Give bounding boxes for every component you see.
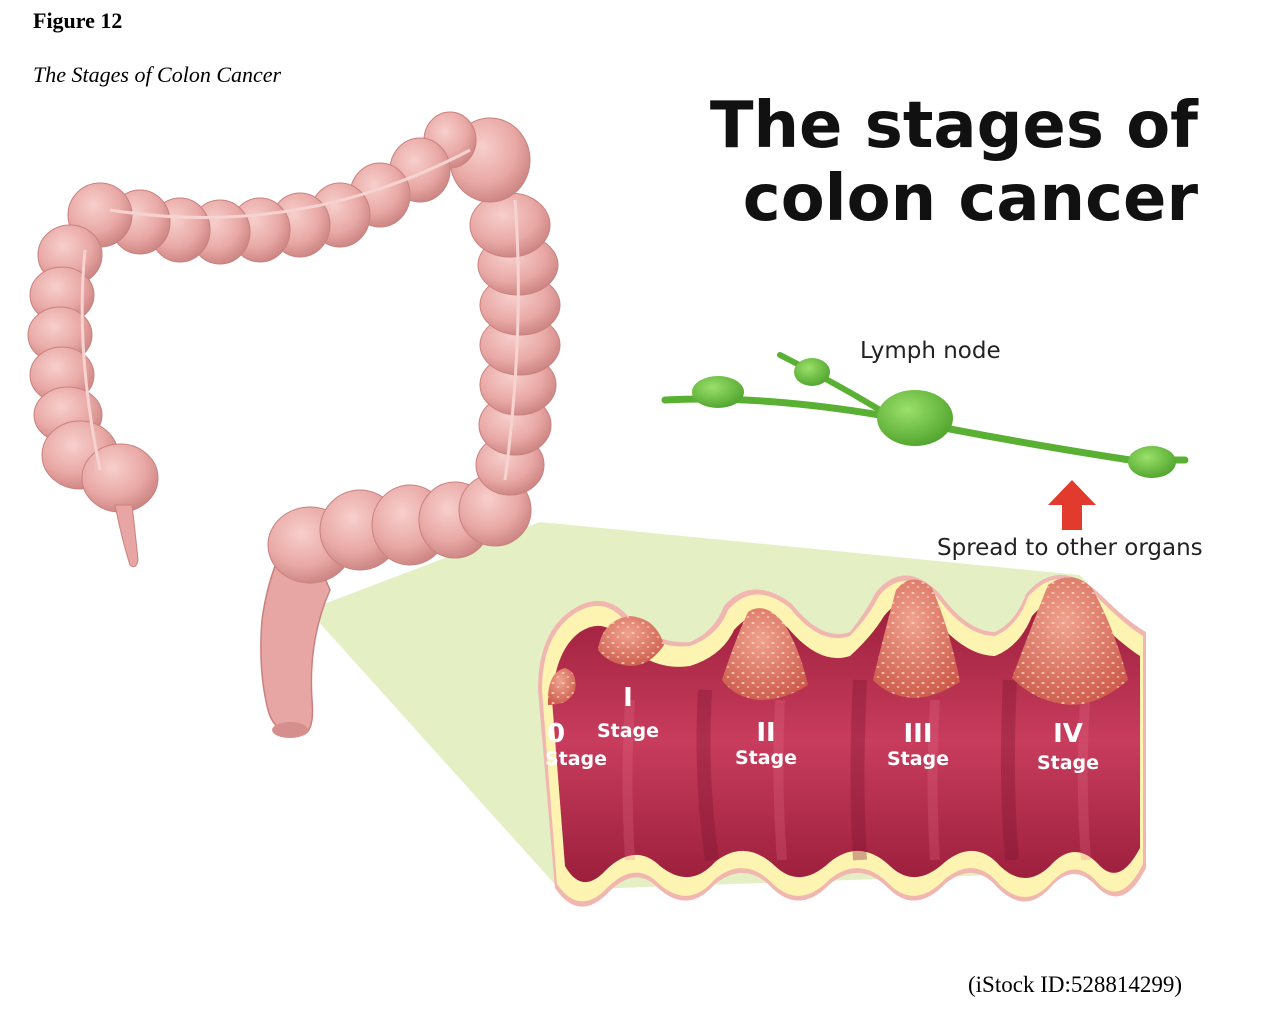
colon-cross-section: 0 Stage I Stage II Stage III Stage IV St… — [538, 575, 1146, 907]
stage-3-word: Stage — [887, 748, 949, 770]
tumor-stage-1 — [598, 616, 664, 666]
stage-1-word: Stage — [597, 720, 659, 742]
stage-2-numeral: II — [756, 718, 775, 748]
diagram-title-line1: The stages of — [710, 89, 1199, 163]
diagram-title-line2: colon cancer — [743, 162, 1199, 236]
stage-4-word: Stage — [1037, 752, 1099, 774]
tumor-stage-0 — [548, 668, 576, 705]
tumor-stage-4 — [1012, 577, 1128, 705]
stage-3-numeral: III — [903, 719, 932, 749]
colon-illustration — [27, 111, 561, 738]
spread-arrow-icon — [1048, 480, 1096, 530]
figure-label: Figure 12 — [33, 8, 123, 33]
lymph-node-label: Lymph node — [860, 338, 1001, 364]
figure-caption: The Stages of Colon Cancer — [33, 62, 282, 87]
lymph-node-illustration — [661, 352, 1189, 478]
stage-0-word: Stage — [545, 748, 607, 770]
stage-4-numeral: IV — [1053, 719, 1083, 749]
stage-0-numeral: 0 — [547, 719, 565, 749]
stage-2-word: Stage — [735, 747, 797, 769]
tumor-stage-2 — [722, 608, 808, 700]
spread-label: Spread to other organs — [937, 535, 1203, 561]
tumor-stage-3 — [873, 579, 960, 698]
image-credit: (iStock ID:528814299) — [968, 972, 1183, 997]
stage-1-numeral: I — [623, 683, 633, 713]
